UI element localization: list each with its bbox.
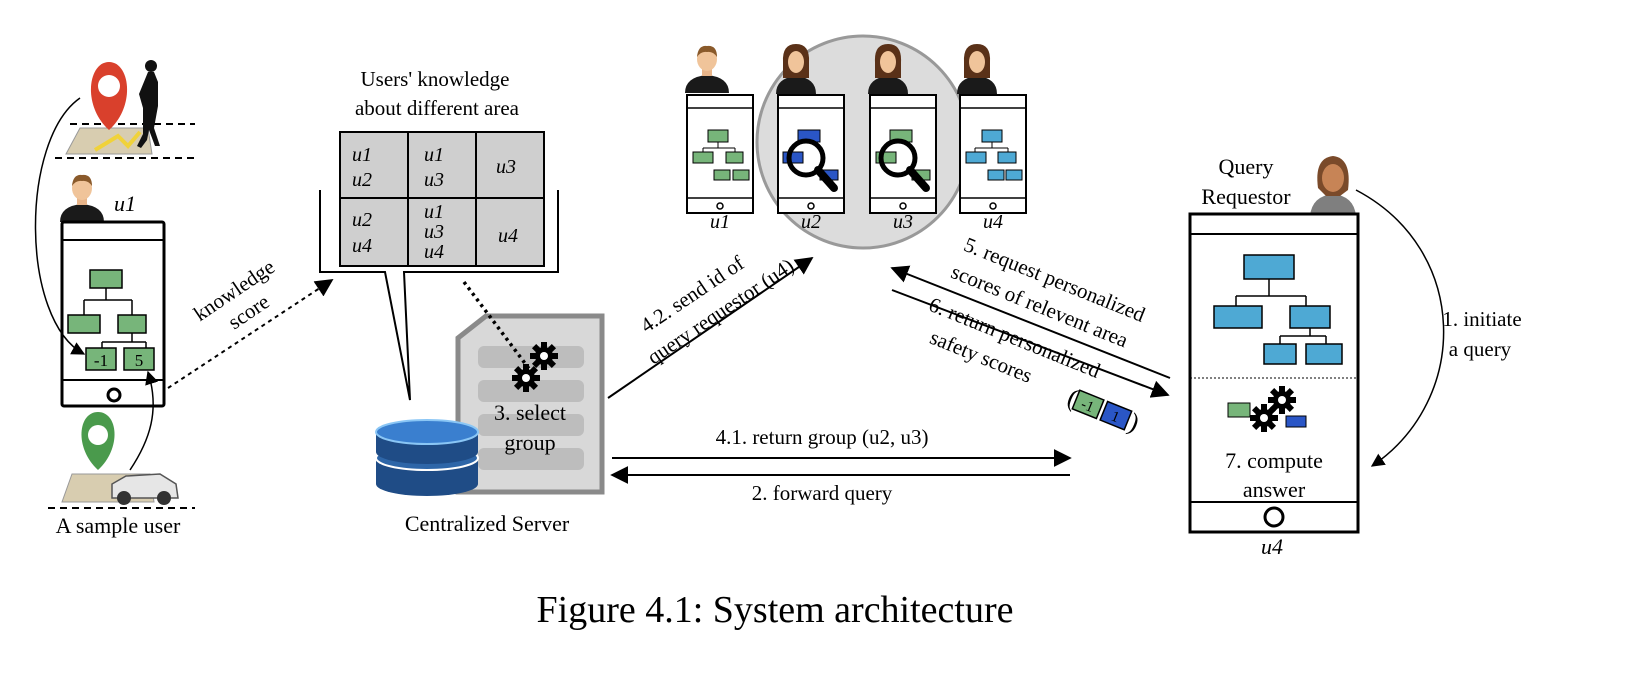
svg-text:u2: u2 [352, 169, 372, 191]
forward-query-label: 2. forward query [752, 481, 893, 505]
compute-answer-2: answer [1243, 477, 1306, 502]
svg-text:u4: u4 [424, 241, 444, 263]
svg-text:u2: u2 [352, 209, 372, 231]
svg-text:u3: u3 [496, 156, 516, 178]
table-cell: u1 u3 [424, 144, 444, 191]
return-group-label: 4.1. return group (u2, u3) [716, 425, 929, 449]
drive-to-phone-arrow [129, 370, 159, 471]
table-cell: u2 u4 [352, 209, 372, 257]
sample-user-group: u1 -1 5 A sample user [34, 60, 195, 538]
table-cell: u1 u2 [352, 144, 372, 191]
sample-user-phone: -1 5 [60, 220, 166, 408]
initiate-query-arrow [1355, 189, 1445, 467]
cell-right-value: 5 [135, 351, 144, 370]
select-group-step-1: 3. select [494, 400, 566, 425]
svg-text:u3: u3 [424, 169, 444, 191]
send-id-arrow [607, 256, 814, 399]
request-scores-label: 5. request personalized scores of releve… [948, 232, 1149, 352]
requestor-avatar [1310, 156, 1356, 216]
svg-text:u1: u1 [424, 201, 444, 223]
svg-text:u1: u1 [352, 144, 372, 166]
send-id-label: 4.2. send id of query requestor (u4) [636, 251, 798, 369]
knowledge-table-title-2: about different area [355, 96, 520, 120]
table-cell: u3 [496, 156, 516, 178]
knowledge-score-arrow [167, 279, 334, 389]
requestor-title-2: Requestor [1201, 184, 1291, 209]
group-user-u4: u4 [983, 211, 1003, 233]
group-user-u3: u3 [893, 211, 913, 233]
select-pointer [462, 280, 532, 372]
group-phone-u4 [959, 94, 1027, 214]
sample-user-label: A sample user [56, 513, 181, 538]
database-icon [375, 419, 479, 496]
sample-user-id: u1 [114, 191, 136, 216]
speech-callout [319, 190, 559, 401]
magnifier-icon [878, 138, 930, 192]
figure-caption: Figure 4.1: System architecture [537, 589, 1014, 631]
group-phone-u3 [869, 94, 937, 214]
group-user-u2: u2 [801, 211, 821, 233]
svg-text:u3: u3 [424, 221, 444, 243]
initiate-query-1: 1. initiate [1442, 307, 1521, 331]
svg-text:u1: u1 [424, 144, 444, 166]
centralized-server-group: 3. select group Centralized Server [375, 280, 605, 536]
sample-user-avatar [60, 174, 104, 222]
cell-left-value: -1 [94, 351, 108, 370]
walk-to-phone-arrow [34, 97, 86, 355]
map-drive-icon [48, 412, 195, 509]
initiate-query-2: a query [1449, 337, 1512, 361]
compute-answer-1: 7. compute [1225, 448, 1323, 473]
group-phone-u1 [686, 94, 754, 214]
magnifier-icon [786, 138, 838, 192]
knowledge-table-group: Users' knowledge about different area u1… [319, 67, 559, 401]
requestor-title-1: Query [1219, 154, 1274, 179]
return-scores-arrow [891, 289, 1170, 398]
server-label: Centralized Server [405, 511, 570, 536]
badge-left-value: -1 [1079, 396, 1097, 416]
map-walk-icon [55, 60, 195, 159]
knowledge-score-label: knowledge score [189, 254, 279, 334]
knowledge-table-title-1: Users' knowledge [361, 67, 510, 91]
group-phone-u2 [777, 94, 845, 214]
requestor-user-id: u4 [1261, 534, 1283, 559]
request-scores-arrow [890, 265, 1171, 379]
table-cell: u4 [498, 225, 518, 247]
score-badge: ( -1 1 ) [1063, 383, 1143, 438]
query-requestor-group: Query Requestor 7. com [1188, 154, 1522, 559]
select-group-step-2: group [504, 430, 555, 455]
group-user-u1: u1 [710, 211, 730, 233]
svg-text:u4: u4 [498, 225, 518, 247]
svg-text:u4: u4 [352, 235, 372, 257]
requestor-phone: 7. compute answer [1188, 212, 1360, 534]
table-cell: u1 u3 u4 [424, 201, 444, 263]
user-group: u1 u2 [685, 34, 1027, 250]
